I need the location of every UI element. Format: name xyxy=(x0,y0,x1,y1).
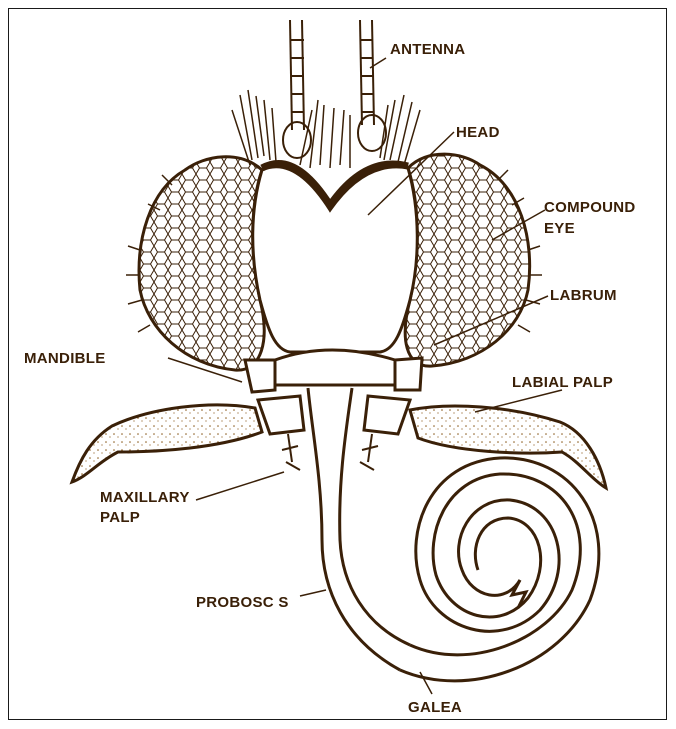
compound-eye-right xyxy=(405,154,529,366)
labrum xyxy=(275,350,395,385)
label-antenna: ANTENNA xyxy=(390,41,465,58)
hair-tufts xyxy=(232,90,420,168)
labial-palp-left xyxy=(72,405,262,482)
palp-bases xyxy=(258,396,410,434)
label-proboscis: PROBOSC S xyxy=(196,594,289,611)
proboscis-coil xyxy=(400,458,599,681)
label-palp: PALP xyxy=(100,509,140,526)
label-head: HEAD xyxy=(456,124,500,141)
compound-eye-left xyxy=(139,157,264,370)
label-mandible: MANDIBLE xyxy=(24,350,106,367)
label-maxillary: MAXILLARY xyxy=(100,489,190,506)
antenna-right xyxy=(358,20,386,151)
label-labrum: LABRUM xyxy=(550,287,617,304)
maxillary-palps xyxy=(282,434,378,470)
label-eye: EYE xyxy=(544,220,575,237)
label-galea: GALEA xyxy=(408,699,462,716)
label-labial-palp: LABIAL PALP xyxy=(512,374,613,391)
labial-palp-right xyxy=(410,406,606,488)
label-compound: COMPOUND xyxy=(544,199,636,216)
